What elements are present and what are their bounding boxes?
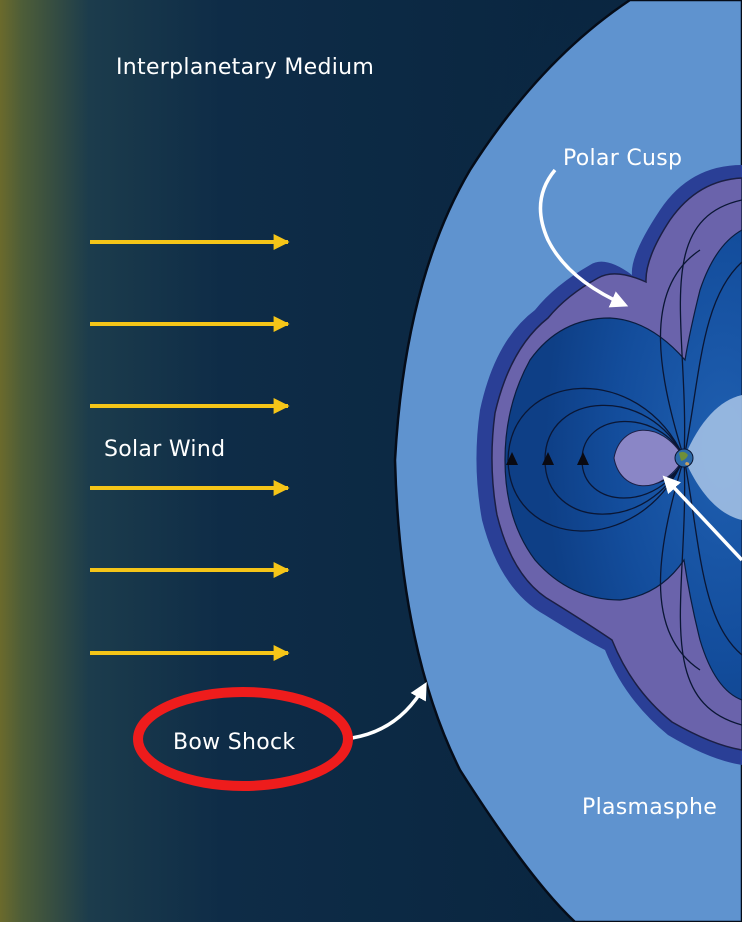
tail-region [684,395,742,520]
plasmasphere-label: Plasmasphe [582,795,718,820]
plasmasphere-region [613,429,685,487]
polar-cusp-pointer [538,168,629,308]
bow-shock-pointer [351,681,427,740]
earth-icon [674,448,694,468]
solar-wind-label: Solar Wind [104,437,226,462]
polar-cusp-label: Polar Cusp [563,146,683,171]
solar-wind-arrows [90,234,290,661]
highlight-ellipse [133,687,353,791]
interplanetary-medium-label: Interplanetary Medium [116,55,375,80]
plasmasphere-pointer [662,475,742,562]
bow-shock-label: Bow Shock [173,730,296,755]
triangle-up-icon [506,452,589,465]
